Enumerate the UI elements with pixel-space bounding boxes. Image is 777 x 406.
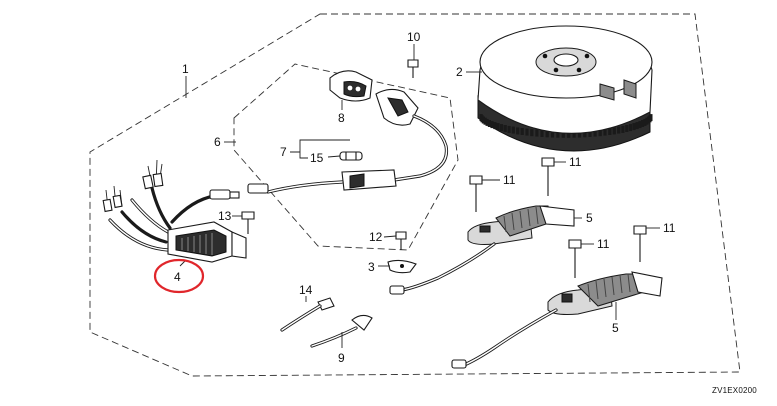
bolt-11-upper-right[interactable] <box>541 157 555 196</box>
gear-tooth <box>577 130 582 138</box>
gear-tooth <box>525 128 529 136</box>
callout-15: 15 <box>310 151 324 165</box>
callout-9: 9 <box>338 351 345 365</box>
clip-3[interactable] <box>387 259 417 274</box>
gear-tooth <box>598 129 602 137</box>
leader-7 <box>290 139 350 159</box>
callout-10: 10 <box>407 30 421 44</box>
gear-tooth <box>588 130 592 137</box>
gear-tooth <box>496 123 500 131</box>
gear-tooth <box>520 128 524 135</box>
gear-tooth <box>530 129 534 137</box>
charge-coil-upper[interactable] <box>389 205 575 295</box>
bolt-11-lower-right[interactable] <box>633 225 647 262</box>
gear-tooth <box>487 120 491 127</box>
gear-tooth <box>625 125 629 132</box>
gear-tooth <box>481 116 485 124</box>
gear-tooth <box>493 122 497 130</box>
callout-3: 3 <box>368 260 375 274</box>
cord-assembly[interactable] <box>247 88 449 194</box>
band-14[interactable] <box>280 297 335 332</box>
gear-tooth <box>540 130 544 137</box>
gear-tooth <box>490 121 494 129</box>
gear-tooth <box>503 125 507 132</box>
callout-11-c: 11 <box>597 237 610 251</box>
callout-8: 8 <box>338 111 345 125</box>
gear-tooth <box>628 124 633 132</box>
drawing-code: ZV1EX0200 <box>712 386 757 395</box>
callout-11-b: 11 <box>569 155 582 169</box>
gear-tooth <box>499 124 504 132</box>
band-9[interactable] <box>310 314 373 348</box>
bolt-11-upper-left[interactable] <box>469 175 483 212</box>
gear-tooth <box>556 130 560 138</box>
gear-tooth <box>612 127 616 135</box>
gear-tooth <box>645 117 649 125</box>
gear-tooth <box>635 122 639 130</box>
gear-tooth <box>603 128 607 136</box>
bolt-10[interactable] <box>407 59 419 78</box>
callout-1: 1 <box>182 62 189 76</box>
gear-tooth <box>550 130 555 138</box>
regulator-rectifier[interactable] <box>102 159 247 263</box>
gear-tooth <box>535 129 539 137</box>
bolt-11-lower-left[interactable] <box>568 239 582 278</box>
gear-tooth <box>583 130 587 138</box>
connector-8[interactable] <box>329 70 373 102</box>
flywheel-ring-gear <box>479 114 653 138</box>
callout-5-upper: 5 <box>586 211 593 225</box>
callout-12: 12 <box>369 230 383 244</box>
callout-14: 14 <box>299 283 313 297</box>
bolt-13[interactable] <box>241 211 255 234</box>
gear-tooth <box>485 118 489 126</box>
gear-tooth <box>593 129 597 137</box>
fuse-15[interactable] <box>339 151 363 161</box>
callout-2: 2 <box>456 65 463 79</box>
gear-tooth <box>483 117 487 125</box>
callout-6: 6 <box>214 135 221 149</box>
gear-tooth <box>643 118 647 126</box>
subassembly-boundary <box>233 63 459 251</box>
gear-tooth <box>567 130 571 138</box>
assembly-boundary <box>89 13 741 377</box>
leader-12 <box>383 235 397 238</box>
gear-tooth <box>617 126 621 134</box>
gear-tooth <box>545 130 549 138</box>
flywheel[interactable] <box>477 25 653 152</box>
callout-4: 4 <box>174 270 181 284</box>
gear-tooth <box>621 125 625 133</box>
gear-tooth <box>632 123 636 131</box>
leader-15 <box>327 155 341 158</box>
gear-tooth <box>638 121 642 129</box>
callout-11-d: 11 <box>663 221 676 235</box>
gear-tooth <box>507 125 511 133</box>
charge-coil-lower[interactable] <box>451 271 663 369</box>
callout-11-a: 11 <box>503 173 516 187</box>
bolt-12[interactable] <box>395 231 407 250</box>
gear-tooth <box>641 120 645 127</box>
highlight-circle <box>153 258 205 294</box>
gear-tooth <box>649 114 653 122</box>
gear-tooth <box>572 130 576 138</box>
gear-tooth <box>516 127 520 135</box>
gear-tooth <box>561 130 565 138</box>
gear-tooth <box>608 128 612 135</box>
callout-13: 13 <box>218 209 232 223</box>
gear-tooth <box>511 126 515 134</box>
callout-5-lower: 5 <box>612 321 619 335</box>
callout-7: 7 <box>280 145 287 159</box>
